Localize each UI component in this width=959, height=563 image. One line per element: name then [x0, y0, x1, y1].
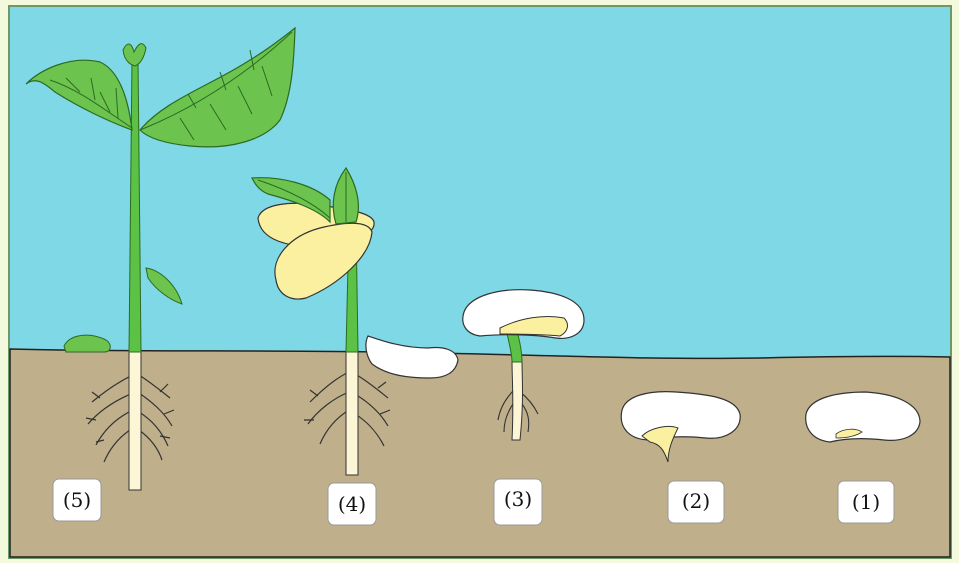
stage-label-1-text: (1): [852, 490, 880, 514]
stage-3-root: [512, 360, 523, 440]
stage-label-4-text: (4): [338, 492, 366, 516]
stage-label-2: (2): [668, 481, 724, 523]
stage-label-5-text: (5): [63, 488, 91, 512]
stage-2-bean: [621, 392, 740, 440]
stage-4-taproot: [346, 350, 358, 475]
stage-label-3: (3): [494, 479, 542, 525]
stage-label-5: (5): [53, 479, 101, 521]
stage-label-2-text: (2): [682, 489, 710, 513]
stage-label-4: (4): [328, 483, 376, 525]
stage-label-1: (1): [838, 481, 894, 523]
stage-label-3-text: (3): [504, 487, 532, 511]
stage-5-taproot: [129, 350, 141, 490]
soil: [10, 349, 950, 557]
